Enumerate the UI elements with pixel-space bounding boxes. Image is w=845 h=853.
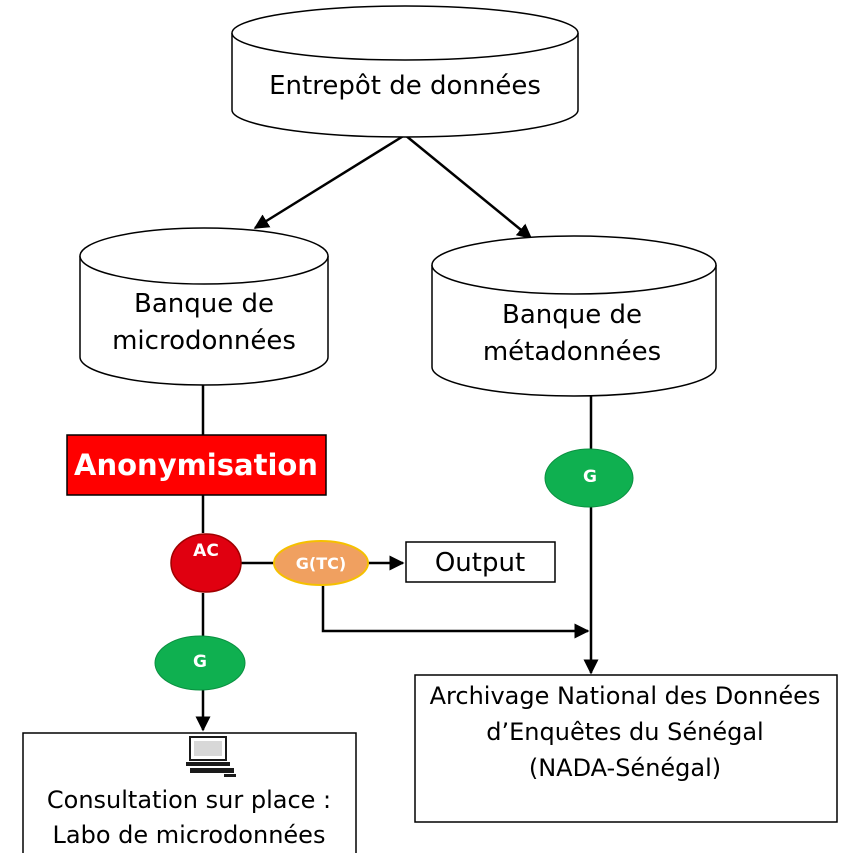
arrow-warehouse-to-microdata: [253, 133, 406, 230]
g-left-label: G: [193, 652, 207, 672]
output-label: Output: [435, 548, 525, 578]
ac-label: AC: [193, 541, 219, 561]
output-box: [405, 541, 556, 583]
nada-label-line2: d’Enquêtes du Sénégal: [486, 718, 763, 746]
microdata-bank-label-line2: microdonnées: [112, 326, 296, 356]
g-right-node: [544, 448, 634, 508]
g-tc-label: G(TC): [296, 554, 346, 573]
warehouse-label: Entrepôt de données: [269, 71, 541, 101]
g-tc-node: [273, 540, 369, 586]
metadata-bank-label-line2: métadonnées: [483, 337, 661, 367]
connectors: [195, 133, 599, 732]
g-left-node: [154, 635, 246, 691]
consultation-label-line1: Consultation sur place :: [47, 786, 331, 814]
warehouse-cylinder: [231, 5, 579, 138]
metadata-bank-cylinder: [431, 235, 717, 397]
anonymisation-label: Anonymisation: [74, 448, 318, 482]
arrow-warehouse-to-metadata: [404, 134, 533, 239]
g-right-label: G: [583, 467, 597, 487]
computer-terminal-icon: [186, 736, 236, 777]
nada-label-line3: (NADA-Sénégal): [529, 754, 721, 782]
anonymisation-box: [66, 434, 327, 496]
arrow-gtc-to-nada: [321, 586, 590, 639]
metadata-bank-label-line1: Banque de: [502, 300, 642, 330]
nada-label-line1: Archivage National des Données: [430, 682, 821, 710]
consultation-label-line2: Labo de microdonnées: [53, 821, 326, 849]
microdata-bank-label-line1: Banque de: [134, 289, 274, 319]
ac-node: [170, 533, 242, 593]
microdata-bank-cylinder: [79, 227, 329, 386]
nada-box: [414, 674, 838, 823]
